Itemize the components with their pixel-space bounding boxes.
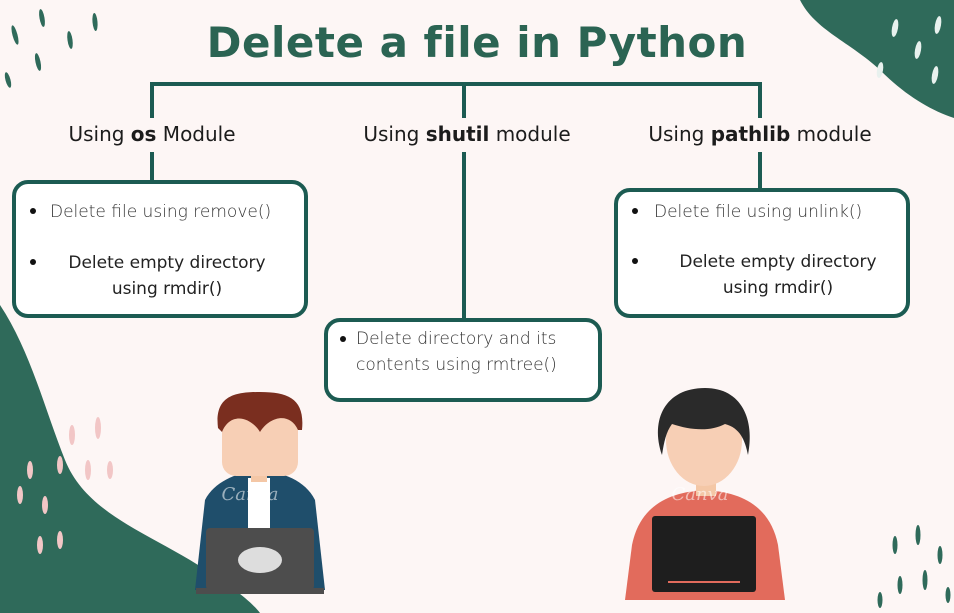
person-right-illustration: Canva xyxy=(625,388,785,600)
heading-pathlib-prefix: Using xyxy=(648,122,711,146)
blob-bottom-left xyxy=(0,305,260,613)
heading-shutil-suffix: module xyxy=(489,122,571,146)
pathlib-item-unlink: Delete file using unlink() xyxy=(654,202,863,222)
bullet xyxy=(632,258,638,264)
heading-os-prefix: Using xyxy=(68,122,131,146)
bullet xyxy=(632,208,638,214)
bullet xyxy=(340,336,346,342)
person-left-illustration: Canva xyxy=(195,392,325,594)
pathlib-item-rmdir: Delete empty directory using rmdir() xyxy=(679,252,877,298)
shutil-methods-box: Delete directory and its contents using … xyxy=(324,318,602,402)
diagram-title: Delete a file in Python xyxy=(206,18,748,67)
heading-shutil-name: shutil xyxy=(425,122,490,146)
heading-os-suffix: Module xyxy=(156,122,236,146)
shutil-item-rmtree: Delete directory and its contents using … xyxy=(356,329,557,375)
os-methods-box: Delete file using remove() Delete empty … xyxy=(12,180,308,318)
heading-pathlib-suffix: module xyxy=(790,122,872,146)
bullet xyxy=(30,208,36,214)
heading-os: Using os Module xyxy=(52,122,252,146)
os-item-remove: Delete file using remove() xyxy=(50,202,272,222)
watermark-right: Canva xyxy=(672,484,729,505)
dashes-bottom-left xyxy=(17,417,113,554)
dashes-top-left xyxy=(4,9,98,88)
os-item-rmdir: Delete empty directory using rmdir() xyxy=(68,253,266,299)
heading-shutil-prefix: Using xyxy=(363,122,426,146)
heading-pathlib: Using pathlib module xyxy=(640,122,880,146)
connector-lines xyxy=(150,82,762,320)
heading-os-name: os xyxy=(130,122,157,146)
heading-pathlib-name: pathlib xyxy=(710,122,791,146)
pathlib-methods-box: Delete file using unlink() Delete empty … xyxy=(614,188,910,318)
dashes-bottom-right xyxy=(877,525,951,608)
heading-shutil: Using shutil module xyxy=(352,122,582,146)
watermark-left: Canva xyxy=(222,484,279,505)
blob-top-right xyxy=(800,0,954,118)
bullet xyxy=(30,259,36,265)
dashes-top-right xyxy=(876,16,942,84)
